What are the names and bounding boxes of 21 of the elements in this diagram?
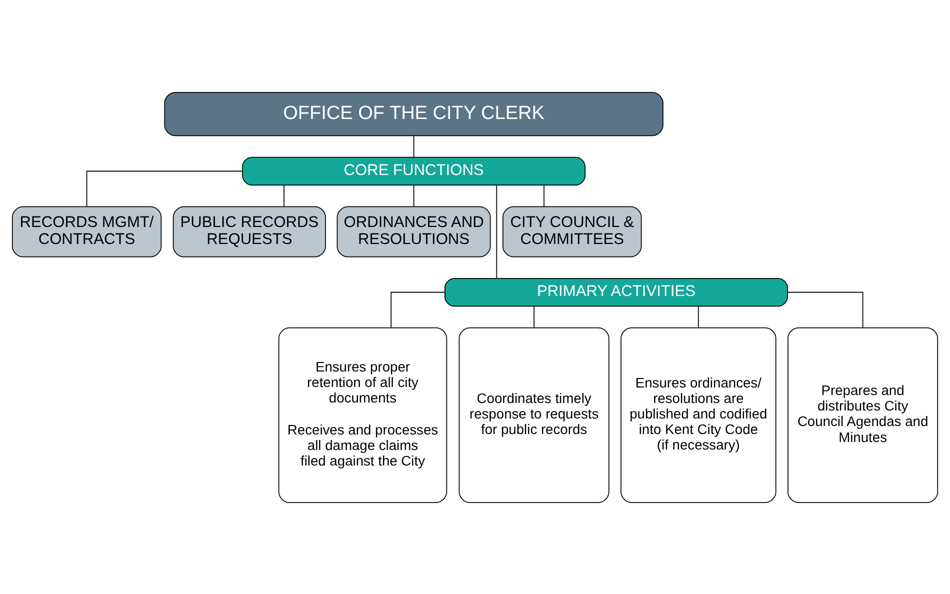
connector: [788, 291, 864, 327]
node-box: Ensures proper retention of all city documents Receives and processes all damage claims filed against the City: [278, 326, 448, 502]
node-box: CORE FUNCTIONS: [242, 156, 586, 185]
connector: [534, 306, 535, 328]
connector: [496, 184, 498, 278]
node-box: Prepares and distributes City Council Agendas and Minutes: [788, 326, 938, 502]
node-box: PRIMARY ACTIVITIES: [444, 278, 788, 306]
connector: [413, 184, 414, 206]
node-box: Ensures ordinances/ resolutions are published and codified into Kent City Code (if necessary): [620, 326, 776, 502]
connector: [413, 136, 414, 157]
node-box: PUBLIC RECORDS REQUESTS: [172, 206, 326, 257]
node-box: RECORDS MGMT/ CONTRACTS: [12, 206, 162, 257]
connector: [543, 184, 545, 206]
connector: [284, 184, 285, 206]
node-box: ORDINANCES AND RESOLUTIONS: [336, 206, 491, 257]
node-box: OFFICE OF THE CITY CLERK: [164, 92, 664, 136]
connector: [86, 170, 242, 206]
node-box: CITY COUNCIL & COMMITTEES: [502, 206, 642, 257]
connector: [698, 306, 699, 328]
connector: [390, 291, 445, 327]
node-box: Coordinates timely response to requests for public records: [458, 326, 610, 502]
